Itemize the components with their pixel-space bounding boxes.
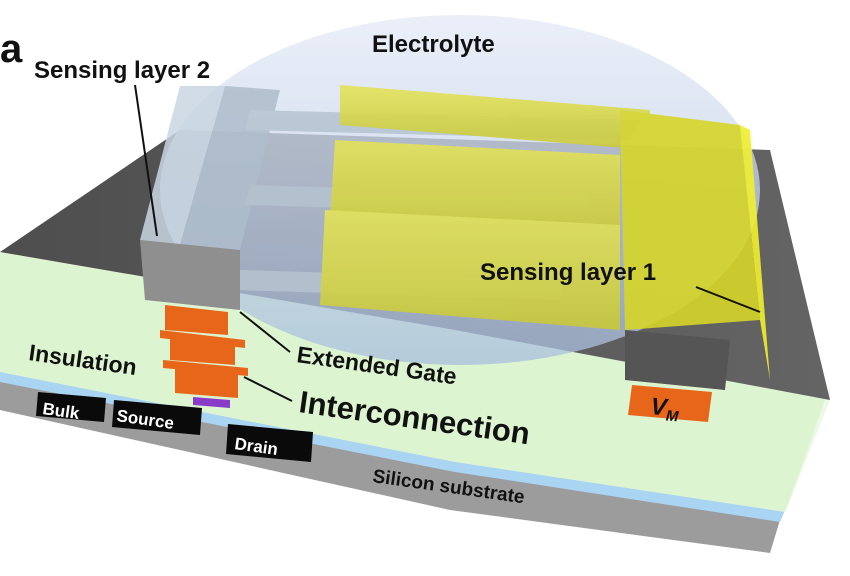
- leader-extended-gate: [239, 311, 291, 353]
- label-electrolyte: Electrolyte: [372, 31, 495, 58]
- label-vm-subscript: M: [665, 407, 679, 425]
- sensing-layer-2-block: [140, 240, 240, 310]
- leader-sensing-layer-1: [695, 286, 761, 313]
- interconnection-stack: [160, 305, 248, 398]
- label-vm: VM: [649, 393, 681, 425]
- leader-interconnection: [243, 376, 293, 402]
- label-sensing-layer-2: Sensing layer 2: [34, 57, 210, 84]
- label-sensing-layer-1: Sensing layer 1: [480, 259, 656, 286]
- panel-letter: a: [0, 27, 23, 71]
- oxide-layer: [0, 370, 785, 522]
- label-vm-main: V: [649, 393, 669, 421]
- gate-contact: [193, 397, 230, 408]
- vm-pad: [628, 385, 712, 422]
- source-terminal-box: [112, 400, 202, 435]
- bulk-terminal-box: [36, 392, 106, 422]
- drain-terminal-box: [226, 424, 313, 462]
- leader-sensing-layer-2: [134, 84, 158, 237]
- vm-pad-block: [625, 330, 730, 390]
- gold-electrode: [320, 85, 770, 380]
